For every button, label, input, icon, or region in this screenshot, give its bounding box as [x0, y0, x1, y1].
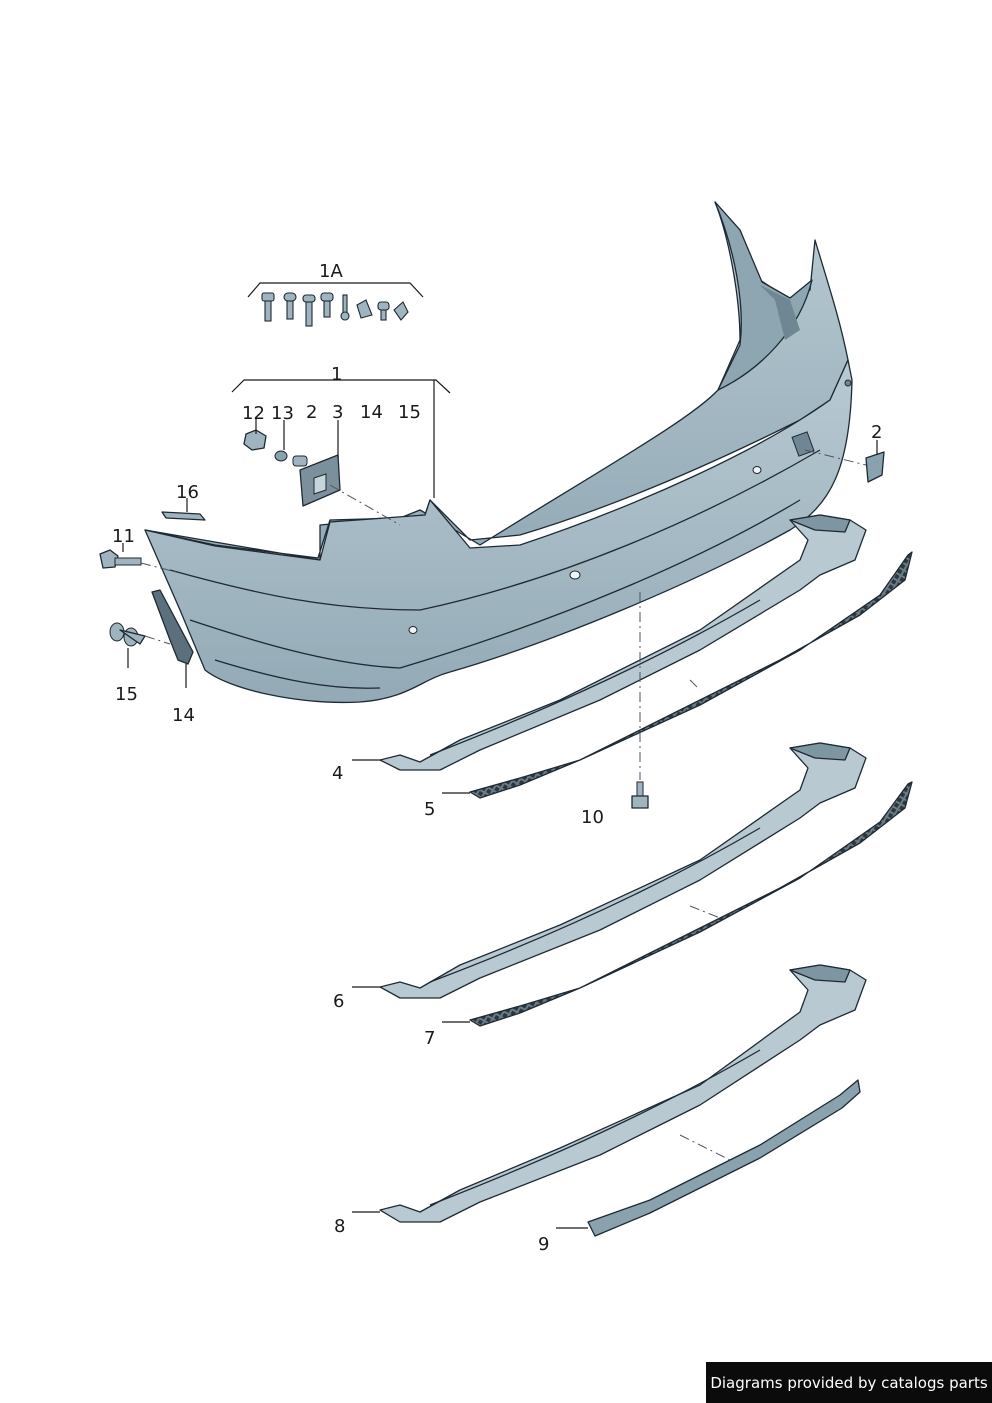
grille-7 — [469, 781, 913, 1027]
label-6: 6 — [333, 991, 344, 1012]
diffuser-6 — [379, 742, 867, 999]
label-1a: 1A — [319, 261, 343, 282]
label-15-left: 15 — [115, 684, 138, 705]
label-4: 4 — [332, 763, 343, 784]
cap-2 — [804, 440, 885, 483]
credit-banner: Diagrams provided by catalogs parts — [706, 1362, 992, 1403]
clip-15-and-strip-14 — [109, 589, 194, 688]
label-5: 5 — [424, 799, 435, 820]
label-1: 1 — [331, 364, 342, 385]
label-3: 3 — [332, 402, 343, 423]
diffuser-8 — [379, 964, 867, 1223]
label-14-left: 14 — [172, 705, 195, 726]
label-16: 16 — [176, 482, 199, 503]
label-11: 11 — [112, 526, 135, 547]
pad-16 — [161, 498, 206, 521]
license-bracket-hardware — [243, 418, 401, 526]
label-7: 7 — [424, 1028, 435, 1049]
label-15-top: 15 — [398, 402, 421, 423]
bracket-1-leader — [231, 379, 451, 394]
label-2-right: 2 — [871, 422, 882, 443]
diffuser-4 — [379, 514, 867, 771]
bolt-10 — [631, 781, 649, 809]
label-14-top: 14 — [360, 402, 383, 423]
bolt-11 — [99, 543, 181, 574]
label-2-top: 2 — [306, 402, 317, 423]
label-8: 8 — [334, 1216, 345, 1237]
rear-bumper-cover — [144, 201, 853, 704]
label-12: 12 — [242, 403, 265, 424]
fastener-set-1a — [247, 282, 424, 327]
label-13: 13 — [271, 403, 294, 424]
label-9: 9 — [538, 1234, 549, 1255]
trim-strip-9 — [587, 1079, 861, 1237]
label-10: 10 — [581, 807, 604, 828]
